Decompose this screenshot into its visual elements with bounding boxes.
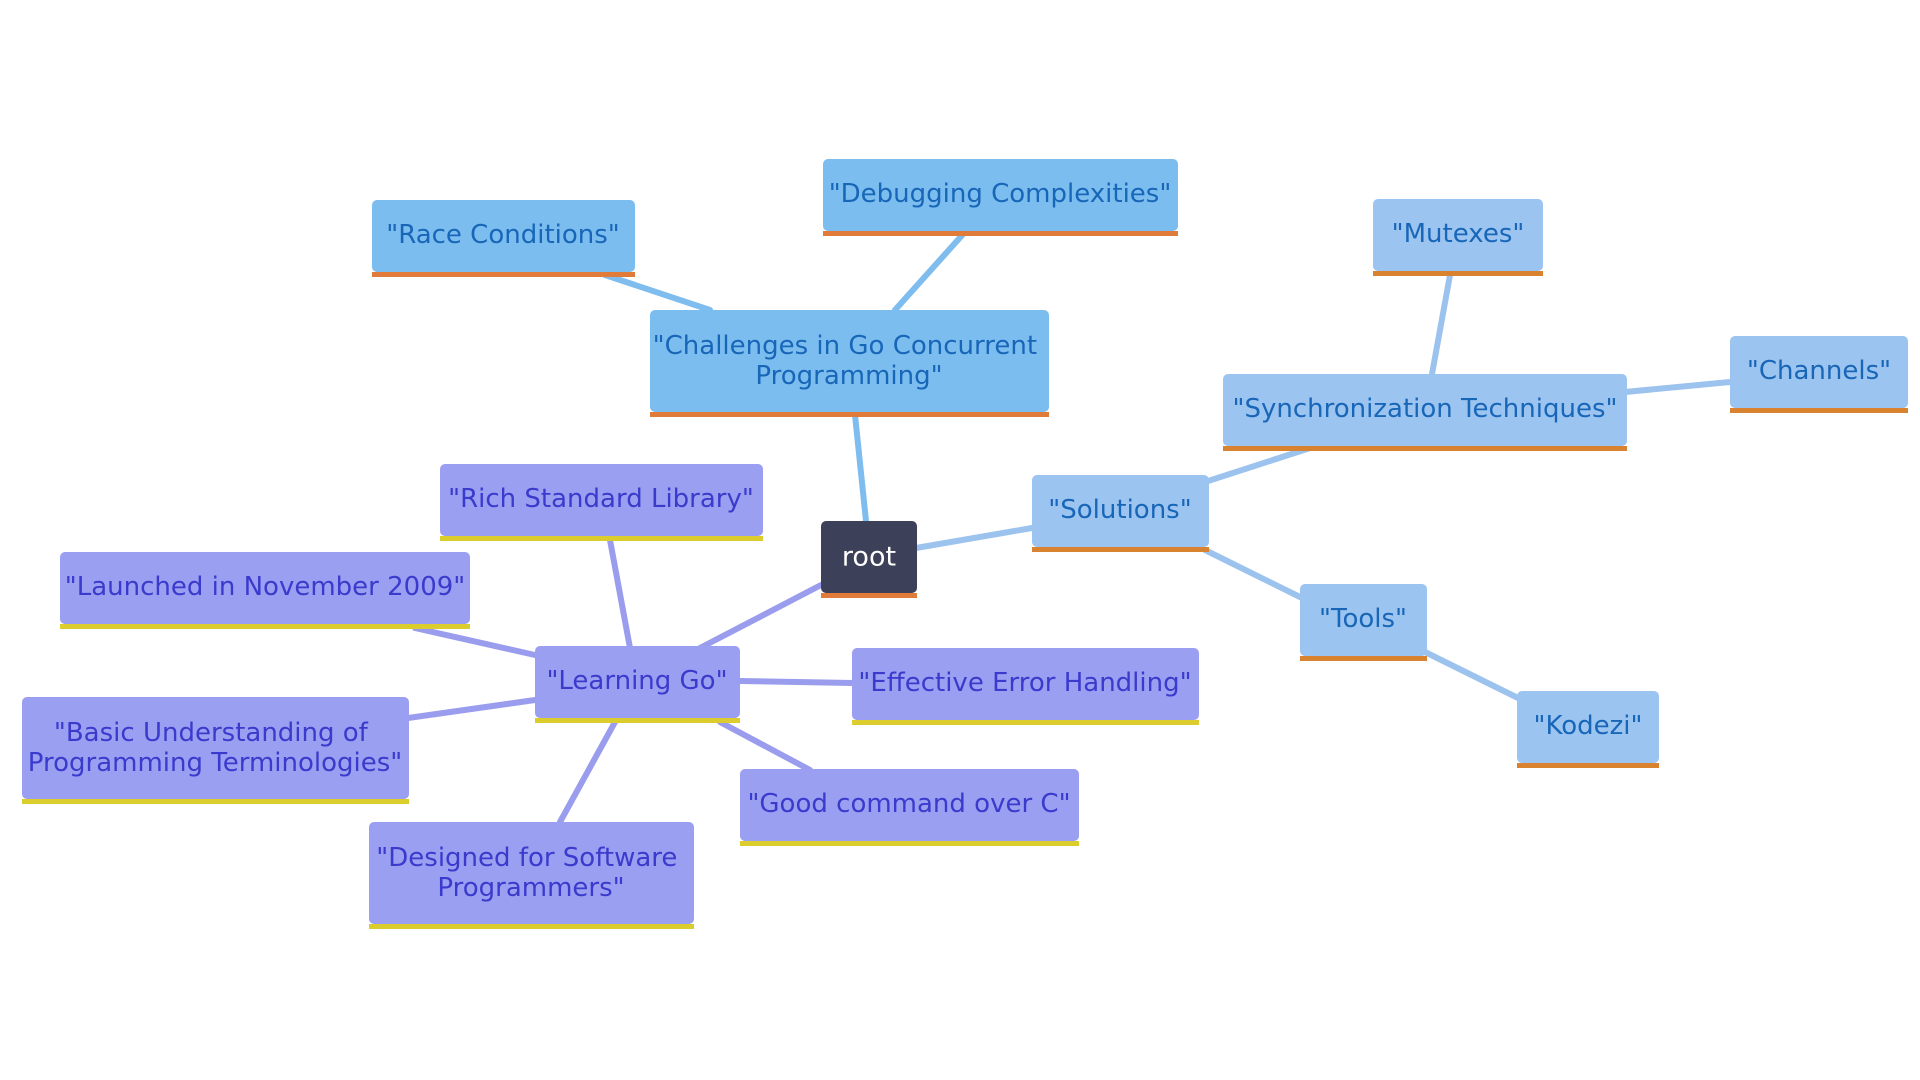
node-channels[interactable]: "Channels" (1730, 336, 1908, 413)
edge-challenges-race-conditions (602, 272, 713, 313)
node-good-command-box (740, 769, 1079, 841)
node-error-handling-label: "Effective Error Handling" (858, 668, 1191, 698)
node-root-underline (821, 593, 917, 598)
node-solutions-underline (1032, 547, 1209, 552)
edge-root-solutions (913, 525, 1035, 551)
node-debugging-underline (823, 231, 1178, 236)
node-tools-label: "Tools" (1319, 604, 1407, 634)
node-basic-understanding-label: "Basic Understanding of Programming Term… (28, 718, 403, 778)
node-designed-label: "Designed for Software Programmers" (376, 843, 685, 903)
node-channels-underline (1730, 408, 1908, 413)
node-designed-underline (369, 924, 694, 929)
node-synchronization-techniques[interactable]: "Synchronization Techniques" (1223, 374, 1627, 451)
node-kodezi-underline (1517, 763, 1659, 768)
node-designed-line-1: "Designed for Software (376, 843, 677, 873)
node-challenges-underline (650, 412, 1049, 417)
edge-root-learning-go (697, 582, 824, 651)
node-designed-box (369, 822, 694, 924)
node-tools-box (1300, 584, 1427, 656)
node-basic-understanding-line-2: Programming Terminologies" (28, 748, 403, 778)
node-race-conditions-label: "Race Conditions" (386, 220, 620, 250)
node-kodezi[interactable]: "Kodezi" (1517, 691, 1659, 768)
node-tools[interactable]: "Tools" (1300, 584, 1427, 661)
node-synchronization-box (1223, 374, 1627, 446)
edge-learning-go-launched (412, 625, 538, 658)
node-challenges[interactable]: "Challenges in Go Concurrent Programming… (650, 310, 1049, 417)
edge-synchronization-channels (1622, 379, 1733, 395)
node-designed-for-software-programmers[interactable]: "Designed for Software Programmers" (369, 822, 694, 929)
node-good-command-underline (740, 841, 1079, 846)
node-channels-box (1730, 336, 1908, 408)
edges (405, 229, 1733, 825)
node-error-handling-underline (852, 720, 1199, 725)
node-effective-error-handling[interactable]: "Effective Error Handling" (852, 648, 1199, 725)
node-solutions-label: "Solutions" (1048, 495, 1191, 525)
edge-learning-go-designed (557, 719, 618, 825)
node-learning-go-underline (535, 718, 740, 723)
node-basic-understanding-line-1: "Basic Understanding of (54, 718, 369, 748)
node-mutexes-label: "Mutexes" (1392, 219, 1525, 249)
node-kodezi-label: "Kodezi" (1534, 711, 1643, 741)
node-good-command-over-c[interactable]: "Good command over C" (740, 769, 1079, 846)
node-challenges-line-1: "Challenges in Go Concurrent (653, 331, 1037, 361)
node-good-command-label: "Good command over C" (747, 789, 1070, 819)
node-challenges-line-2: Programming" (755, 361, 942, 391)
edge-tools-kodezi (1422, 649, 1521, 701)
edge-synchronization-mutexes (1429, 272, 1453, 377)
node-root[interactable]: root (821, 521, 917, 598)
node-basic-understanding-underline (22, 799, 409, 804)
node-debugging-box (823, 159, 1178, 231)
node-challenges-box (650, 310, 1049, 412)
node-race-conditions-box (372, 200, 635, 272)
edge-solutions-synchronization (1202, 445, 1313, 485)
node-rich-standard-library-label: "Rich Standard Library" (448, 484, 754, 514)
node-designed-line-2: Programmers" (437, 873, 624, 903)
node-mutexes[interactable]: "Mutexes" (1373, 199, 1543, 276)
node-kodezi-box (1517, 691, 1659, 763)
edge-learning-go-error-handling (737, 678, 856, 686)
node-learning-go[interactable]: "Learning Go" (535, 646, 740, 723)
edge-learning-go-basic-understanding (405, 697, 538, 721)
node-race-conditions-underline (372, 272, 635, 277)
nodes: root "Learning Go" "Rich Standard Librar… (22, 159, 1908, 929)
node-rich-standard-library[interactable]: "Rich Standard Library" (440, 464, 763, 541)
edge-learning-go-rich-standard-library (607, 537, 633, 651)
node-solutions-box (1032, 475, 1209, 547)
edge-challenges-debugging (892, 229, 968, 313)
node-error-handling-box (852, 648, 1199, 720)
node-channels-label: "Channels" (1747, 356, 1891, 386)
edge-root-challenges (852, 412, 869, 524)
node-synchronization-underline (1223, 446, 1627, 451)
node-basic-understanding[interactable]: "Basic Understanding of Programming Term… (22, 697, 409, 804)
node-challenges-label: "Challenges in Go Concurrent Programming… (653, 331, 1046, 391)
edge-learning-go-good-command (717, 719, 813, 773)
node-tools-underline (1300, 656, 1427, 661)
node-learning-go-label: "Learning Go" (546, 666, 727, 696)
node-mutexes-underline (1373, 271, 1543, 276)
node-debugging-complexities[interactable]: "Debugging Complexities" (823, 159, 1178, 236)
node-launched-november-2009-underline (60, 624, 470, 629)
node-race-conditions[interactable]: "Race Conditions" (372, 200, 635, 277)
node-rich-standard-library-underline (440, 536, 763, 541)
node-launched-november-2009-label: "Launched in November 2009" (65, 572, 466, 602)
node-root-box (821, 521, 917, 593)
edge-solutions-tools (1202, 547, 1305, 601)
node-launched-november-2009[interactable]: "Launched in November 2009" (60, 552, 470, 629)
node-root-label: root (842, 542, 896, 573)
node-mutexes-box (1373, 199, 1543, 271)
node-basic-understanding-box (22, 697, 409, 799)
node-synchronization-label: "Synchronization Techniques" (1233, 394, 1618, 424)
node-launched-november-2009-box (60, 552, 470, 624)
node-debugging-label: "Debugging Complexities" (829, 179, 1172, 209)
node-learning-go-box (535, 646, 740, 718)
node-solutions[interactable]: "Solutions" (1032, 475, 1209, 552)
node-rich-standard-library-box (440, 464, 763, 536)
